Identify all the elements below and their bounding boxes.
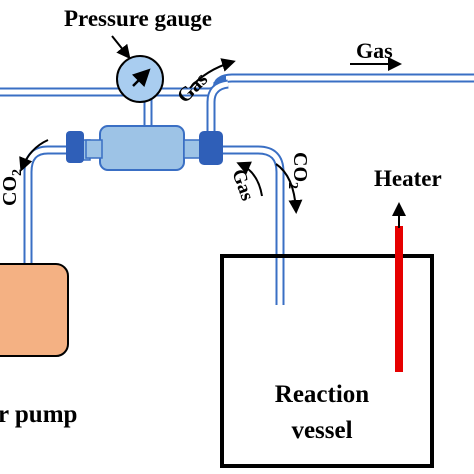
co2-right-arrow (275, 163, 303, 214)
co2-left-subscript: 2 (10, 169, 25, 176)
pressure-gauge (111, 35, 164, 103)
gas-upper-arrow (189, 58, 236, 89)
gauge-needle (131, 68, 151, 88)
main-tube-inner (0, 75, 474, 95)
left-coupler (85, 139, 103, 159)
gas-right-label: Gas (227, 167, 258, 204)
co2-right-label: CO (289, 152, 311, 182)
gauge-label-pointer (111, 35, 131, 60)
svg-text:CO2: CO2 (285, 152, 311, 189)
pump-box (0, 263, 69, 357)
pump-label: r pump (0, 401, 77, 428)
vessel-tube-inner (222, 147, 283, 305)
pressure-gauge-label: Pressure gauge (64, 6, 212, 31)
pump-tube-outer (23, 145, 70, 270)
heater-rod (395, 226, 403, 372)
reaction-vessel (220, 254, 434, 468)
reaction-vessel-label-line1: Reaction (275, 381, 370, 408)
co2-left-label-group: CO2 (0, 169, 25, 206)
right-valve-cap (199, 131, 223, 165)
gas-outlet-label: Gas (356, 38, 393, 63)
co2-right-label-group: CO2 (285, 152, 311, 189)
right-coupler (183, 139, 201, 159)
co2-left-arrow (19, 139, 49, 172)
pump-tube-inner (25, 147, 70, 270)
valve-body (99, 125, 185, 171)
gas-right-arrow (236, 161, 263, 197)
co2-right-subscript: 2 (285, 182, 300, 189)
reaction-vessel-label-line2: vessel (291, 417, 352, 444)
co2-left-label: CO (0, 176, 21, 206)
left-valve-cap (66, 131, 84, 163)
riser-tube-inner (208, 81, 229, 140)
valve-assembly (66, 125, 223, 171)
svg-text:CO2: CO2 (0, 169, 25, 206)
heater-label: Heater (374, 166, 442, 191)
